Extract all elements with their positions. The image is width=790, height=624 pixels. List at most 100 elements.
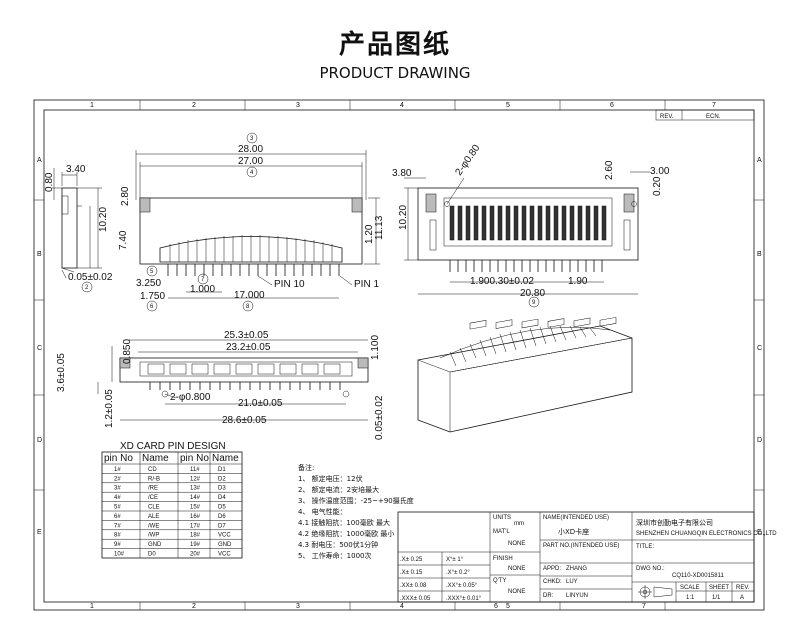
pin-table-cell: 19# [190, 542, 201, 548]
balloon-3: 3 [250, 136, 254, 142]
frame-row-b-right: B [757, 251, 762, 258]
sheet-frame: 1 2 3 4 5 6 7 1 2 3 4 5 6 7 A B C D E A … [33, 99, 765, 611]
pin-table-cell: CLE [148, 505, 160, 511]
front-view-bottom: 25.3±0.05 23.2±0.05 0.850 1. [56, 330, 385, 440]
pin-table-title: XD CARD PIN DESIGN [120, 441, 226, 452]
dim-1-90: 1.90 [568, 276, 588, 287]
pin-table-cell: 15# [190, 505, 201, 511]
pin-table-cell: 13# [190, 486, 201, 492]
dim-25-3: 25.3±0.05 [224, 330, 269, 341]
dim-1-20: 1.20 [364, 224, 375, 244]
label-pin-10: PIN 10 [274, 279, 305, 290]
pin-design-table: XD CARD PIN DESIGN pin No Name pin No Na… [101, 441, 243, 559]
frame-mark-top-4: 4 [400, 102, 404, 109]
pin-table-cell: D4 [218, 495, 226, 501]
dim-27-00: 27.00 [238, 156, 263, 167]
dim-0-850: 0.850 [122, 339, 133, 364]
pin-table-cell: 18# [190, 533, 201, 539]
tol-4a: .XXX± 0.05 [400, 596, 431, 602]
dim-1-000: 1.000 [190, 284, 215, 295]
frame-mark-bottom-7: 7 [642, 603, 646, 610]
solder-tails [167, 264, 340, 276]
appd-value: ZHANG [566, 566, 587, 572]
chkd-value: LUY [566, 579, 578, 585]
page-title-cn: 产品图纸 [338, 30, 451, 60]
frame-row-c-right: C [757, 345, 762, 352]
tol-2b: .X°± 0.2° [446, 570, 470, 576]
qty-value: NONE [508, 589, 525, 595]
title-block: .X± 0.25 X°± 1° .X± 0.15 .X°± 0.2° .XX± … [397, 511, 777, 603]
pin-table-cell: 11# [190, 467, 200, 473]
pin-table-head-name2: Name [212, 453, 239, 464]
rev-value: A [740, 595, 744, 601]
side-view-top-left: 0.80 3.40 2.80 10.20 7.40 0.05±0.02 2 [44, 164, 131, 293]
dim-3-80: 3.80 [392, 168, 412, 179]
rev-head-rev: REV. [660, 114, 674, 120]
frame-row-a-right: A [757, 157, 762, 164]
pin-table-cell: D6 [218, 514, 226, 520]
balloon-5: 5 [150, 269, 154, 275]
pin-table-cell: 20# [190, 552, 201, 558]
frame-row-e-right: E [757, 529, 762, 536]
dim-11-13: 11.13 [374, 215, 385, 240]
frame-row-a-left: A [37, 157, 42, 164]
balloon-8: 8 [246, 304, 250, 310]
finish-label: FINISH [493, 556, 513, 562]
pin-table-cell: /CE [148, 495, 158, 501]
pin-table-cell: 7# [114, 523, 121, 529]
side-body [61, 187, 78, 269]
frame-mark-bottom-1: 1 [90, 603, 94, 610]
pin-table-cell: 17# [190, 523, 201, 529]
tol-2a: .X± 0.15 [400, 570, 423, 576]
rev-block [655, 109, 755, 121]
tol-1b: X°± 1° [446, 557, 464, 563]
balloon-6: 6 [150, 304, 154, 310]
dim-10-20: 10.20 [98, 207, 109, 232]
dim-0-20: 0.20 [652, 176, 663, 196]
dim-3-00: 3.00 [650, 166, 670, 177]
bottom-view-right: 3.80 2-φ0.80 2.60 3.00 0.20 10.20 1.900.… [392, 143, 670, 308]
balloon-4: 4 [250, 170, 254, 176]
balloon-7: 7 [201, 277, 205, 283]
matl-value: NONE [508, 541, 525, 547]
part-label: PART NO.(INTENDED USE) [543, 543, 619, 549]
dim-23-2: 23.2±0.05 [226, 342, 271, 353]
pin-table-cell: D3 [218, 486, 226, 492]
dim-2-60: 2.60 [604, 160, 615, 180]
dim-20-80: 20.80 [520, 288, 545, 299]
dwg-label: DWG NO.: [636, 566, 665, 572]
pin-table-head-name1: Name [142, 453, 169, 464]
frame-mark-top-1: 1 [90, 102, 94, 109]
note-line-3: 3、 操作温度范围：-25~+90摄氏度 [298, 496, 414, 505]
contact-slots-right [449, 205, 607, 241]
pin-table-cell: 5# [114, 505, 121, 511]
iso-contacts [449, 325, 597, 367]
name-value: 小XD卡座 [558, 527, 589, 536]
dim-2-80: 2.80 [120, 186, 131, 206]
pin-table-cell: D0 [148, 552, 156, 558]
note-line-5: 4.1 接触阻抗：100毫欧 最大 [298, 518, 390, 527]
frame-row-d-left: D [37, 437, 42, 444]
note-line-6: 4.2 绝缘阻抗：1000毫欧 最小 [298, 529, 394, 538]
pin-table-cell: 12# [190, 476, 201, 482]
dim-28-00: 28.00 [238, 144, 263, 155]
outer-border [33, 99, 765, 611]
dim-1-100: 1.100 [370, 335, 381, 360]
contact-arch-pins [169, 235, 333, 262]
pin-table-cell: D5 [218, 505, 226, 511]
dim-28-6: 28.6±0.05 [222, 415, 267, 426]
dim-0-80: 0.80 [44, 172, 55, 192]
pin-table-cell: /RE [148, 486, 158, 492]
balloon-9: 9 [532, 300, 536, 306]
iso-front-windows [469, 317, 617, 330]
front-body [119, 357, 369, 383]
isometric-view [417, 317, 633, 433]
note-line-8: 5、 工作寿命：1000次 [298, 551, 372, 560]
pin-table-cell: GND [218, 542, 232, 548]
company-cn: 深圳市创勤电子有限公司 [636, 518, 713, 527]
pin-table-cell: 4# [114, 495, 121, 501]
company-en: SHENZHEN CHUANGQIN ELECTRONICS CO.,LTD [636, 531, 777, 537]
dim-3-250: 3.250 [136, 278, 161, 289]
pin-table-cell: D7 [218, 523, 226, 529]
dim-21-0: 21.0±0.05 [238, 398, 283, 409]
